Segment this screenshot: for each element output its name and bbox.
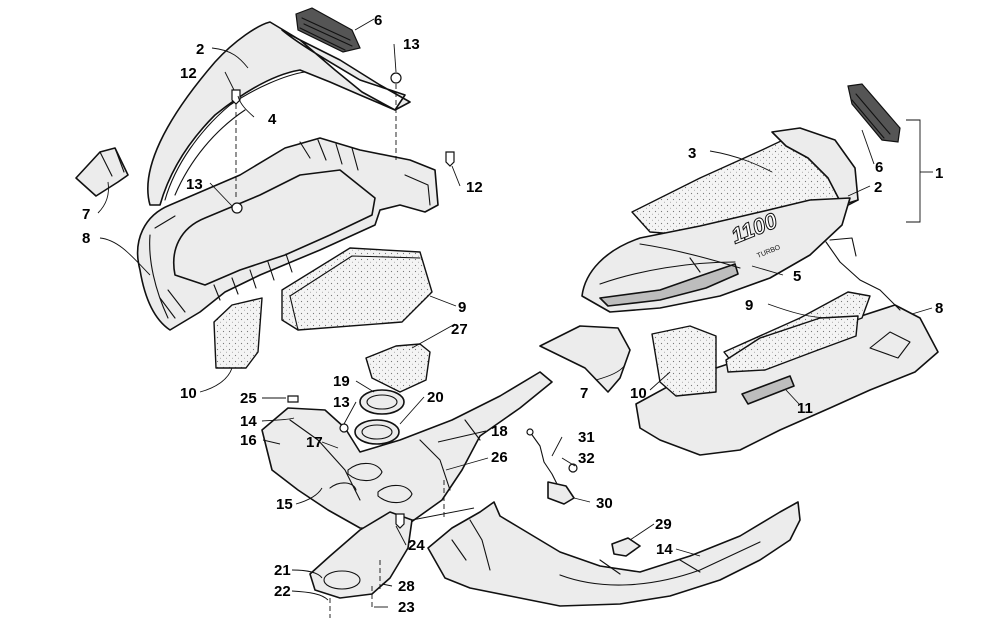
ring-20 — [354, 419, 400, 445]
callout-26: 26 — [491, 449, 508, 466]
hood-body-left-inner — [173, 169, 376, 286]
callout-32: 32 — [578, 450, 595, 467]
ring-19 — [359, 389, 405, 415]
callout-9-right: 9 — [745, 297, 753, 314]
callout-22: 22 — [274, 583, 291, 600]
hood-main-right — [581, 197, 851, 313]
vent-grille-right-lines — [851, 93, 891, 139]
screw-12-left — [231, 89, 241, 105]
callout-31: 31 — [578, 429, 595, 446]
callout-4: 4 — [268, 111, 277, 128]
shroud-27 — [365, 343, 431, 393]
hood-main-right-detail — [599, 243, 741, 285]
callout-3: 3 — [688, 145, 696, 162]
belly-pan — [261, 371, 553, 531]
callout-24: 24 — [408, 537, 425, 554]
nut-13-upper — [390, 72, 402, 84]
ring-20-inner — [361, 424, 393, 440]
callout-5: 5 — [793, 268, 801, 285]
callout-11: 11 — [797, 400, 813, 417]
belly-pan-holes — [329, 462, 413, 504]
vent-grille-right — [847, 83, 901, 143]
callout-2-right: 2 — [874, 179, 882, 196]
cable-31-end — [526, 428, 534, 436]
screw-12-right — [445, 151, 455, 167]
callout-16: 16 — [240, 432, 257, 449]
callout-9-left: 9 — [458, 299, 466, 316]
callout-7-right: 7 — [580, 385, 588, 402]
callout-25: 25 — [240, 390, 257, 407]
pad-left-9-edge — [289, 255, 421, 331]
callout-12-left: 12 — [180, 65, 197, 82]
pad-right-10 — [651, 325, 717, 397]
latch-30 — [547, 481, 575, 505]
callout-30: 30 — [596, 495, 613, 512]
bracket-right — [539, 325, 631, 393]
callout-29: 29 — [655, 516, 672, 533]
callout-13-mid: 13 — [186, 176, 203, 193]
callout-19: 19 — [333, 373, 350, 390]
nut-13-left — [231, 202, 243, 214]
callout-28: 28 — [398, 578, 415, 595]
callout-10-right: 10 — [630, 385, 647, 402]
vent-grille-lines — [299, 17, 353, 51]
belly-pan-detail — [289, 419, 481, 501]
lower-fairing-hole — [323, 570, 361, 590]
pad-left-9 — [281, 247, 433, 331]
callout-20: 20 — [427, 389, 444, 406]
callout-6-left: 6 — [374, 12, 382, 29]
callout-23: 23 — [398, 599, 415, 616]
fastener-24 — [395, 513, 405, 529]
callout-18: 18 — [491, 423, 508, 440]
skid-plate-right-detail — [451, 519, 761, 586]
ring-19-inner — [366, 394, 398, 410]
pad-right-9 — [725, 315, 859, 373]
callout-2-left: 2 — [196, 41, 204, 58]
callout-14-left: 14 — [240, 413, 257, 430]
callout-8-left: 8 — [82, 230, 90, 247]
fastener-13-lower — [339, 423, 349, 433]
hood-upper-left — [147, 21, 411, 206]
callout-8-right: 8 — [935, 300, 943, 317]
hood-body-left-ribs — [159, 139, 359, 319]
callout-15: 15 — [276, 496, 293, 513]
callout-7-left: 7 — [82, 206, 90, 223]
lower-fairing-21 — [309, 511, 413, 599]
callout-1: 1 — [935, 165, 943, 182]
bracket-29 — [611, 537, 641, 557]
fastener-25 — [287, 395, 299, 403]
callout-14-right: 14 — [656, 541, 673, 558]
callout-13-lower: 13 — [333, 394, 350, 411]
hood-body-left-edge — [149, 174, 431, 319]
hood-body-right-edge — [825, 237, 911, 359]
panel-11 — [741, 375, 795, 405]
callout-21: 21 — [274, 562, 291, 579]
cable-31 — [529, 431, 559, 487]
callout-17: 17 — [306, 434, 323, 451]
callout-10-left: 10 — [180, 385, 197, 402]
callout-12-right: 12 — [466, 179, 483, 196]
callout-27: 27 — [451, 321, 468, 338]
callout-6-right: 6 — [875, 159, 883, 176]
pad-left-10 — [213, 297, 263, 369]
callout-13-top: 13 — [403, 36, 420, 53]
skid-plate-right — [427, 501, 801, 607]
hood-main-right-inner — [599, 263, 739, 307]
leader-lines — [97, 18, 933, 608]
hood-upper-right-front — [771, 127, 859, 206]
bracket-left-detail — [99, 147, 125, 177]
